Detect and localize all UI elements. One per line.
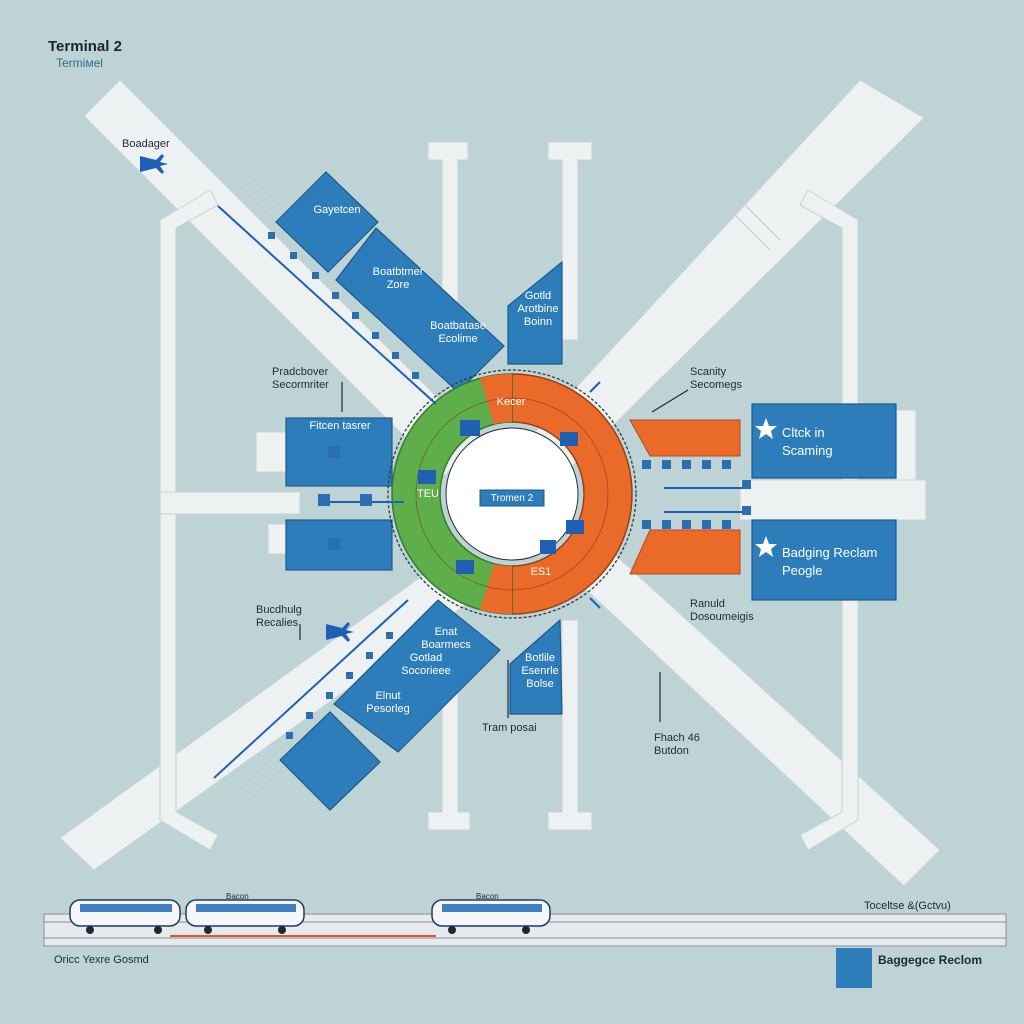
label-hub-north-tag: Kecer — [496, 396, 526, 408]
label-boarding-zone: Boatbtmer Zore — [372, 266, 424, 291]
central-hub — [387, 369, 637, 619]
label-sw-zone-c: Elnut Pesorleg — [366, 690, 410, 715]
train-car — [185, 899, 305, 934]
zone-sw-large — [333, 599, 501, 753]
label-tram-post: Tram posai — [482, 722, 537, 734]
zone-icons — [755, 418, 777, 557]
label-gate-se: Fhach 46 Butdon — [654, 732, 700, 757]
label-checkin: Cltck in Scaming — [782, 425, 833, 458]
zone-boarding — [335, 227, 505, 393]
taxiway-west — [159, 491, 301, 515]
star-icon — [755, 418, 777, 439]
train-car — [69, 899, 181, 934]
label-boarding-sw: Bucdhulg Recalies — [256, 604, 302, 629]
map-subtitle: Termiмel — [56, 56, 103, 70]
zone-baggage-reclaim — [751, 519, 897, 601]
taxiway-left-loop — [159, 189, 219, 851]
legend-baggage-icon — [836, 948, 872, 988]
label-hub-south-tag: ES1 — [530, 566, 552, 578]
label-passenger-screening: Pradcbover Secormriter — [272, 366, 329, 391]
label-transit: Toceltse &(Gctvu) — [864, 900, 951, 912]
label-gate-north: Gotld Arotbine Boinn — [517, 290, 559, 328]
plane-icons — [140, 154, 354, 642]
label-sw-zone-a: Enat Boarmecs — [421, 626, 471, 651]
label-west-upper: Fitcen tasrer — [309, 420, 371, 432]
pier-south-b — [547, 619, 593, 831]
map-title: Terminal 2 — [48, 38, 122, 55]
zone-sw-small — [279, 711, 381, 811]
label-hub-center: Tromen 2 — [490, 493, 534, 504]
taxiway-network — [59, 79, 941, 887]
label-east-lower: Ranuld Dosoumeigis — [690, 598, 754, 623]
zone-gayetcen — [275, 171, 379, 273]
label-sw-zone-b: Gotlad Socorieee — [401, 652, 451, 677]
zone-gate-south — [509, 618, 563, 715]
zone-orange-east-upper — [629, 419, 741, 457]
taxiway-se — [579, 551, 941, 887]
pier-north-b — [547, 141, 593, 341]
orange-zones — [629, 419, 741, 575]
trains — [69, 899, 551, 934]
label-train-tag: Bacon — [476, 892, 499, 901]
label-gate-south: Botlile Esenrle Bolse — [521, 652, 559, 690]
legend-baggage-label: Baggegce Reclom — [878, 953, 983, 967]
label-boarding-area: Boatbatase Ecolime — [430, 320, 486, 345]
star-icon — [755, 536, 777, 557]
taxiway-east — [739, 479, 927, 521]
zone-checkin — [751, 403, 897, 479]
plane-icon — [140, 154, 168, 174]
label-train-tag: Bacon — [226, 892, 249, 901]
plane-icon — [326, 622, 354, 642]
blue-zones — [275, 171, 897, 811]
label-boarding-top-left: Boadager — [122, 138, 170, 150]
west-stub-a — [255, 431, 289, 473]
label-gate-zone-top: Gayetcen — [313, 204, 361, 216]
east-stub — [895, 409, 917, 481]
zone-gate-north — [507, 260, 563, 365]
leader-lines — [299, 382, 689, 722]
zone-orange-east-lower — [629, 529, 741, 575]
label-baggage-reclaim-east: Badging Reclam Peogle — [782, 545, 878, 578]
label-station: Oricc Yexre Gosmd — [54, 954, 149, 966]
gate-markers — [268, 232, 751, 739]
label-hub-west-tag: TEU — [417, 488, 439, 500]
train-car — [431, 899, 551, 934]
label-security-east: Scanity Secomegs — [690, 366, 742, 391]
